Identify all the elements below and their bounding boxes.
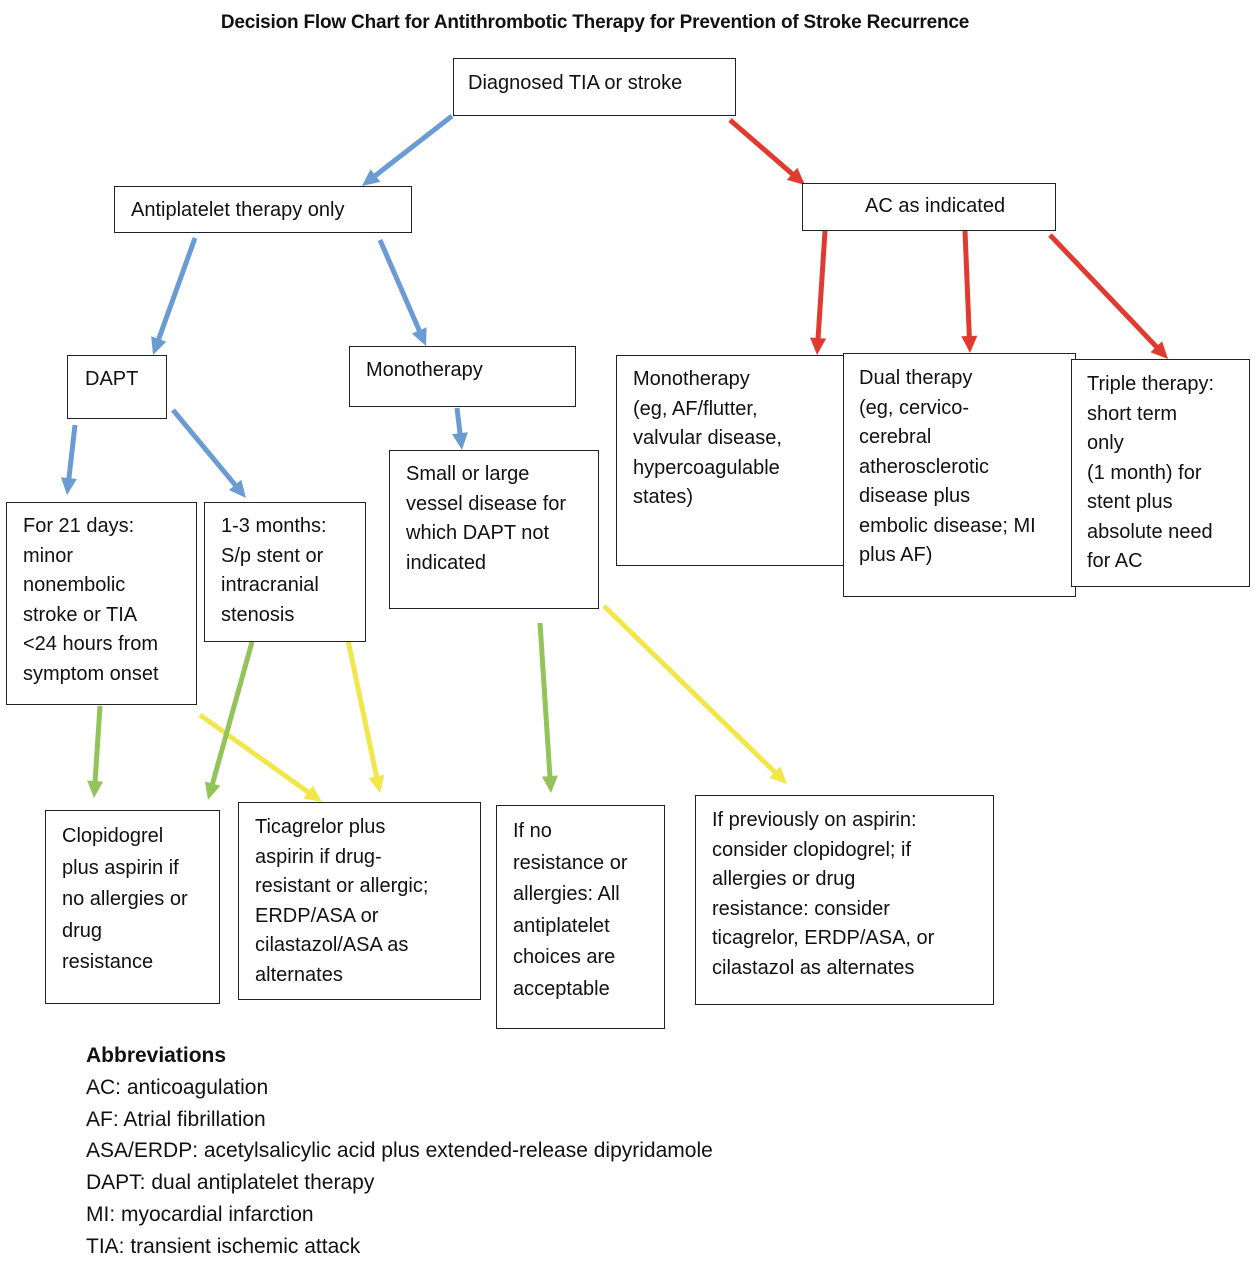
green-arrow-shaft [537, 622, 553, 779]
node-diagnosed: Diagnosed TIA or stroke [453, 58, 736, 116]
blue-arrow-head [61, 477, 77, 495]
abbreviations-legend: Abbreviations AC: anticoagulation AF: At… [86, 1040, 713, 1263]
node-21-days: For 21 days: minor nonembolic stroke or … [6, 502, 197, 705]
abbreviation-item: TIA: transient ischemic attack [86, 1234, 361, 1258]
abbreviation-item: AC: anticoagulation [86, 1075, 269, 1099]
green-arrow-head [541, 775, 558, 793]
red-arrow-shaft [1048, 233, 1160, 350]
green-arrow-head [87, 780, 104, 798]
yellow-arrow-shaft [602, 604, 778, 776]
node-antiplatelet: Antiplatelet therapy only [114, 186, 412, 233]
node-clopidogrel: Clopidogrel plus aspirin if no allergies… [45, 810, 220, 1004]
yellow-arrow-head [303, 785, 322, 802]
node-previously-aspirin: If previously on aspirin: consider clopi… [695, 795, 994, 1005]
red-arrow-head [810, 337, 827, 355]
node-1-3-months: 1-3 months: S/p stent or intracranial st… [204, 502, 366, 642]
blue-arrow-shaft [155, 237, 198, 342]
red-arrow-head [1150, 341, 1168, 359]
red-arrow-head [961, 335, 978, 353]
red-arrow-shaft [815, 230, 828, 341]
abbreviations-heading: Abbreviations [86, 1044, 227, 1067]
blue-arrow-head [362, 169, 381, 186]
abbreviation-item: ASA/ERDP: acetylsalicylic acid plus exte… [86, 1139, 713, 1163]
blue-arrow-shaft [372, 114, 454, 179]
blue-arrow-shaft [66, 424, 78, 481]
green-arrow-shaft [209, 641, 255, 787]
node-ticagrelor: Ticagrelor plus aspirin if drug- resista… [238, 802, 481, 1000]
blue-arrow-shaft [171, 408, 239, 489]
blue-arrow-head [411, 327, 427, 346]
node-triple-therapy: Triple therapy: short term only (1 month… [1071, 359, 1250, 587]
red-arrow-shaft [962, 230, 972, 339]
node-no-resistance: If no resistance or allergies: All antip… [496, 805, 665, 1029]
node-ac: AC as indicated [802, 183, 1056, 231]
yellow-arrow-shaft [198, 712, 312, 796]
blue-arrow-head [229, 479, 246, 498]
green-arrow-head [204, 781, 221, 800]
node-dual-therapy: Dual therapy (eg, cervico- cerebral athe… [843, 353, 1076, 597]
red-arrow-head [786, 167, 805, 185]
abbreviation-item: MI: myocardial infarction [86, 1202, 314, 1226]
node-vessel-disease: Small or large vessel disease for which … [389, 450, 599, 609]
chart-title: Decision Flow Chart for Antithrombotic T… [220, 12, 970, 33]
blue-arrow-shaft [454, 407, 463, 436]
yellow-arrow-head [368, 774, 385, 793]
abbreviation-item: AF: Atrial fibrillation [86, 1107, 266, 1131]
abbreviation-item: DAPT: dual antiplatelet therapy [86, 1171, 375, 1195]
blue-arrow-head [151, 336, 167, 355]
yellow-arrow-head [769, 766, 787, 784]
node-monotherapy-ac: Monotherapy (eg, AF/flutter, valvular di… [616, 355, 846, 566]
node-dapt: DAPT [67, 355, 167, 419]
blue-arrow-shaft [377, 239, 423, 334]
node-monotherapy: Monotherapy [349, 346, 576, 407]
blue-arrow-head [452, 432, 468, 450]
red-arrow-shaft [728, 118, 796, 178]
green-arrow-shaft [92, 705, 103, 784]
yellow-arrow-shaft [345, 639, 380, 779]
